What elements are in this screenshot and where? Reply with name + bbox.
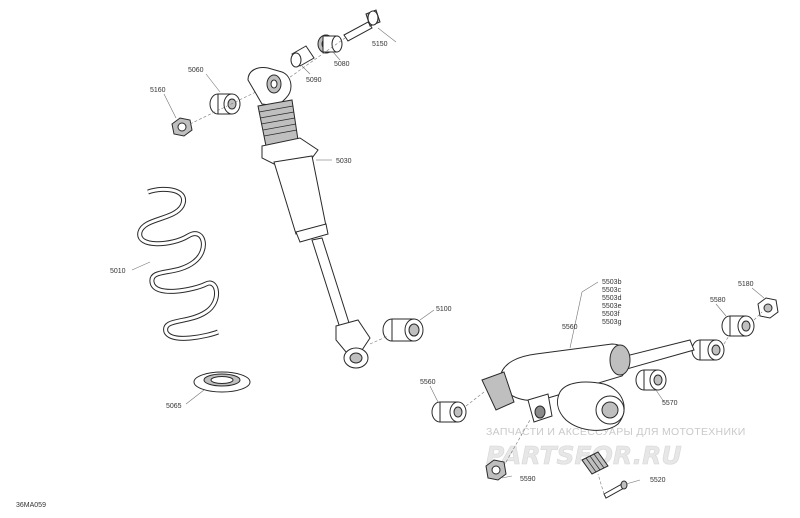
callout-5010: 5010 [110, 268, 126, 275]
callout-5060-top: 5060 [188, 67, 204, 74]
part-5160-nut[interactable] [171, 117, 193, 137]
part-5100-bushing[interactable] [382, 318, 424, 342]
variant-5503f: 5503f [602, 311, 620, 318]
part-5560-shock-absorber[interactable] [481, 339, 695, 475]
variant-5503b: 5503b [602, 279, 622, 286]
callout-5080: 5080 [334, 61, 350, 68]
callout-5150: 5150 [372, 41, 388, 48]
callout-5570: 5570 [662, 400, 678, 407]
part-5065-spring-seat[interactable] [193, 371, 251, 393]
part-5180-nut[interactable] [757, 297, 779, 319]
part-5010-coil-spring[interactable] [137, 186, 219, 341]
part-rod-end-bushing[interactable] [691, 339, 725, 361]
callout-5030: 5030 [336, 158, 352, 165]
variant-5503g: 5503g [602, 319, 622, 326]
callout-5065: 5065 [166, 403, 182, 410]
variant-5503c: 5503c [602, 287, 622, 294]
callout-5590: 5590 [520, 476, 536, 483]
callout-5560-bushing: 5560 [420, 379, 436, 386]
variant-list: 5503b 5503c 5503d 5503e 5503f 5503g [602, 279, 622, 326]
part-5560-bushing-lower[interactable] [431, 401, 467, 423]
drawing-code: 36MA059 [16, 502, 46, 509]
part-5570-bushing[interactable] [635, 369, 667, 391]
callout-5180: 5180 [738, 281, 754, 288]
part-5580-bushing-top[interactable] [721, 315, 755, 337]
variant-5503d: 5503d [602, 295, 622, 302]
callout-5090: 5090 [306, 77, 322, 84]
part-5590-nut[interactable] [485, 459, 507, 481]
part-5030-shock-absorber[interactable] [247, 67, 371, 369]
part-5080-bushing[interactable] [317, 34, 343, 54]
part-5150-bolt[interactable] [343, 9, 381, 42]
callout-5580: 5580 [710, 297, 726, 304]
variant-5503e: 5503e [602, 303, 622, 310]
part-5090-spacer[interactable] [290, 45, 315, 68]
callout-5100: 5100 [436, 306, 452, 313]
callout-5520: 5520 [650, 477, 666, 484]
callout-5160: 5160 [150, 87, 166, 94]
part-5520-screw[interactable] [603, 480, 628, 499]
watermark: ЗАПЧАСТИ И АКСЕССУАРЫ ДЛЯ МОТОТЕХНИКИ PA… [486, 426, 746, 470]
watermark-caption: ЗАПЧАСТИ И АКСЕССУАРЫ ДЛЯ МОТОТЕХНИКИ [486, 426, 746, 438]
watermark-logo: PARTSFOR.RU [486, 441, 682, 470]
part-5060-washer-top[interactable] [209, 93, 241, 115]
callout-5560-main: 5560 [562, 324, 578, 331]
